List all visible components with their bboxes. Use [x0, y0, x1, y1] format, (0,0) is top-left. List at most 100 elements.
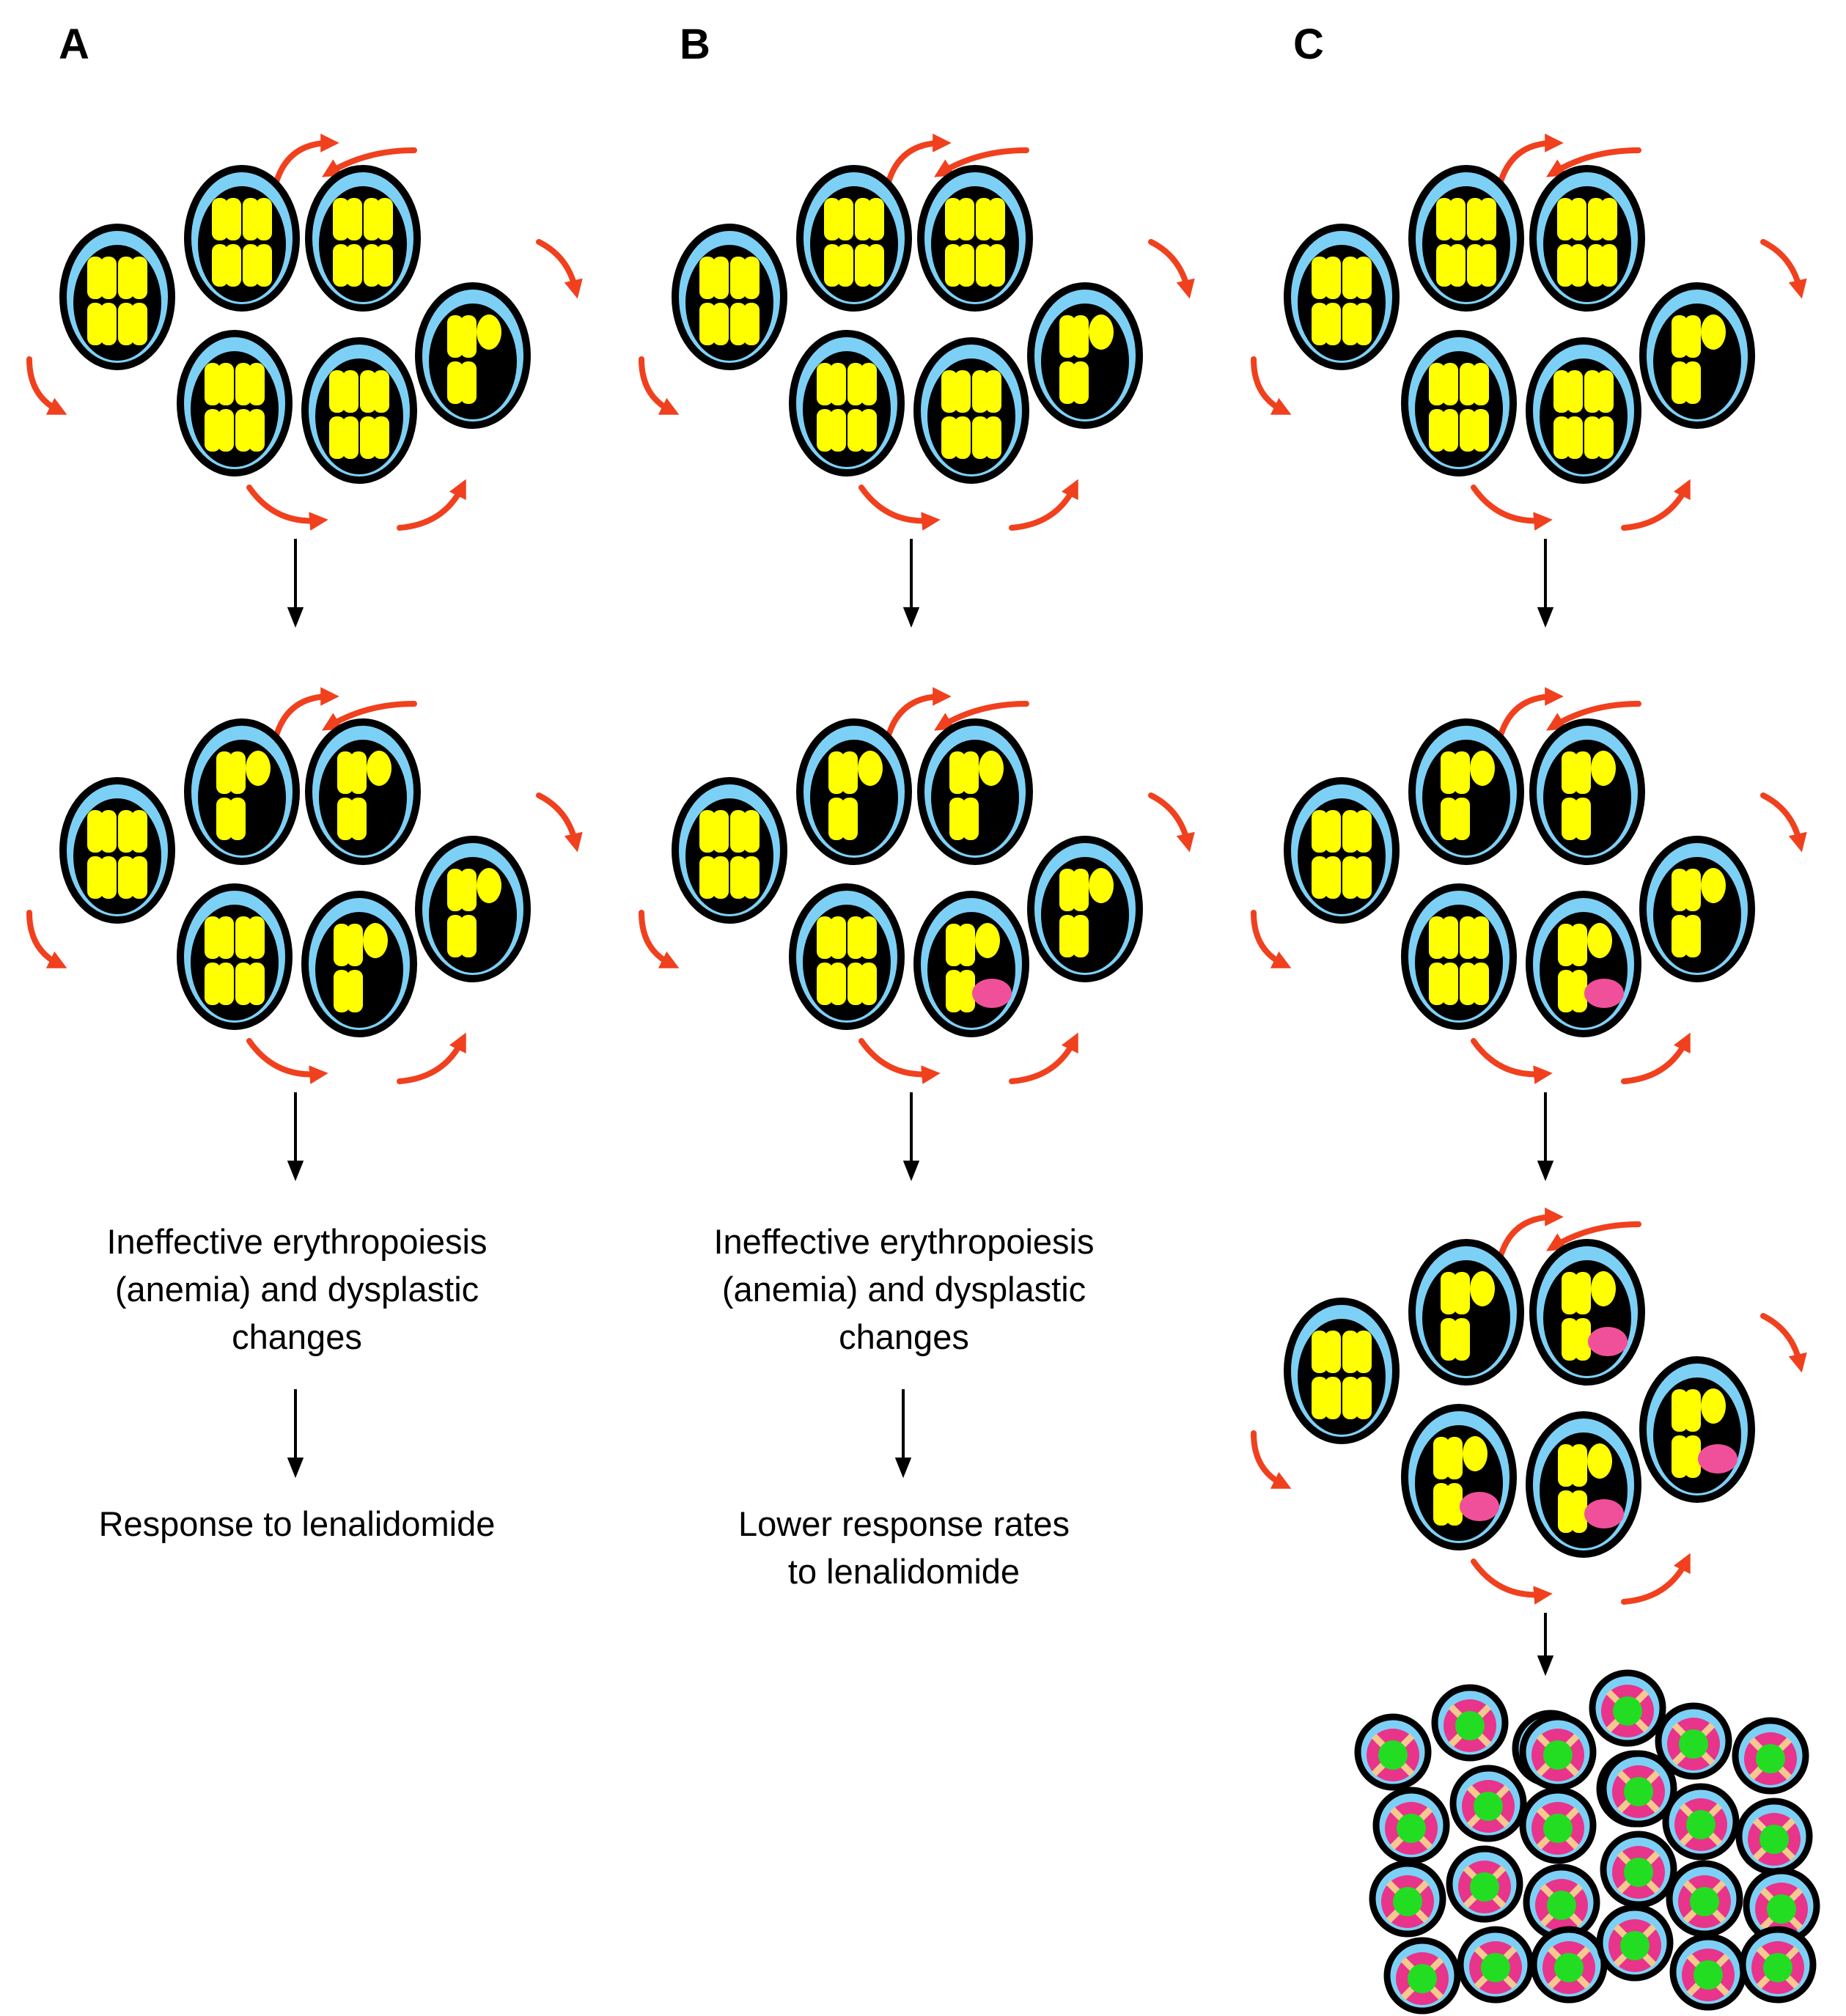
cell [789, 330, 905, 477]
caption-b-line-1: Ineffective erythropoiesis [713, 1222, 1094, 1261]
cell [789, 883, 905, 1030]
nucleus [931, 186, 1019, 302]
chromosome-pair-normal [817, 916, 877, 1005]
caption-a-line-2: (anemia) and dysplastic [115, 1270, 479, 1309]
chromosome-pair-normal [1429, 916, 1489, 1005]
chromosome-pair-normal [333, 198, 393, 287]
cell [1639, 1356, 1755, 1503]
blast-cell [1431, 1684, 1509, 1762]
blast-cell [1600, 1831, 1677, 1908]
chromosome-pair-del5q [1558, 923, 1612, 1012]
cell [796, 165, 912, 312]
cell [1529, 165, 1645, 312]
cell [796, 718, 912, 865]
curved-arrow-icon [272, 133, 339, 190]
chromosome-pair-normal [87, 257, 147, 345]
cell [913, 337, 1029, 484]
curved-arrow-icon [1496, 133, 1564, 190]
cell [1408, 1239, 1524, 1386]
curved-arrow-icon [858, 1038, 941, 1084]
cell [184, 718, 300, 865]
cell [415, 836, 531, 982]
chromosome-pair-normal [1312, 810, 1372, 899]
nucleus [191, 351, 279, 467]
chromosome-pair-del5q [949, 751, 1004, 840]
mutation-dot-icon [972, 979, 1012, 1008]
curved-arrow-icon [246, 1038, 328, 1084]
curved-arrow-icon [1621, 1553, 1691, 1605]
nucleus [315, 358, 403, 474]
cell [1529, 718, 1645, 865]
chromosome-pair-normal [1553, 370, 1614, 459]
curved-arrow-icon [1148, 239, 1195, 299]
chromosome-pair-del5q [1562, 1271, 1616, 1361]
cell [1401, 330, 1517, 477]
blast-cell [1457, 1926, 1534, 2004]
chromosome-pair-del5q [447, 314, 501, 404]
blast-cell [1589, 1669, 1666, 1747]
curved-arrow-icon [1148, 792, 1195, 853]
curved-arrow-icon [26, 910, 67, 968]
caption-a-line-1: Ineffective erythropoiesis [106, 1222, 487, 1261]
curved-arrow-icon [1009, 1032, 1078, 1084]
blast-cell [1383, 1937, 1461, 2015]
chromosome-pair-del5q [447, 868, 501, 957]
chromosome-pair-normal [1429, 363, 1489, 452]
curved-arrow-icon [1760, 239, 1807, 299]
blast-cell [1743, 1867, 1820, 1945]
cell [672, 777, 787, 924]
nucleus [73, 798, 161, 914]
chromosome-pair-normal [205, 916, 265, 1005]
curved-arrow-icon [858, 485, 941, 531]
curved-arrow-icon [884, 133, 952, 190]
cell [305, 718, 421, 865]
nucleus [319, 186, 407, 302]
curved-arrow-icon [1496, 687, 1564, 743]
blast-cell [1739, 1926, 1817, 2004]
nucleus [1415, 905, 1503, 1020]
cell [1284, 777, 1400, 924]
mutation-dot-icon [1584, 979, 1624, 1008]
curved-arrow-icon [536, 239, 583, 299]
chromosome-pair-del5q [1672, 314, 1726, 404]
blast-cell [1666, 1860, 1743, 1938]
cell [1027, 282, 1143, 429]
blast-cell [1600, 1750, 1677, 1828]
curved-arrow-icon [1251, 1430, 1292, 1489]
cell [301, 891, 417, 1037]
blast-cluster [1354, 1669, 1820, 2015]
cell [917, 165, 1033, 312]
cell [1027, 836, 1143, 982]
panel-label-b: B [680, 21, 710, 68]
cell [177, 330, 293, 477]
nucleus [685, 798, 773, 914]
chromosome-pair-normal [824, 198, 884, 287]
chromosome-pair-del5q [1558, 1443, 1612, 1533]
curved-arrow-icon [1546, 147, 1641, 177]
chromosome-pair-normal [945, 198, 1005, 287]
chromosome-pair-normal [212, 198, 272, 287]
curved-arrow-icon [1621, 479, 1691, 531]
curved-arrow-icon [934, 701, 1029, 731]
cell-cluster-a-2 [26, 687, 583, 1084]
mutation-dot-icon [1698, 1444, 1737, 1474]
caption-b-line-2: (anemia) and dysplastic [722, 1270, 1086, 1309]
blast-cell [1372, 1787, 1450, 1864]
curved-arrow-icon [26, 356, 67, 415]
curved-arrow-icon [1546, 701, 1641, 731]
cell [1284, 224, 1400, 370]
curved-arrow-icon [1621, 1032, 1691, 1084]
blast-cell [1530, 1926, 1608, 2004]
cell [1639, 282, 1755, 429]
curved-arrow-icon [1471, 485, 1553, 531]
blast-cell [1669, 1933, 1747, 2011]
cell [59, 224, 175, 370]
cell [1401, 1404, 1517, 1550]
chromosome-pair-normal [205, 363, 265, 452]
nucleus [803, 905, 891, 1020]
blast-cell [1662, 1783, 1740, 1861]
chromosome-pair-del5q [1441, 1271, 1495, 1361]
chromosome-pair-del5q [1059, 868, 1114, 957]
chromosome-pair-normal [699, 810, 760, 899]
chromosome-pair-normal [817, 363, 877, 452]
